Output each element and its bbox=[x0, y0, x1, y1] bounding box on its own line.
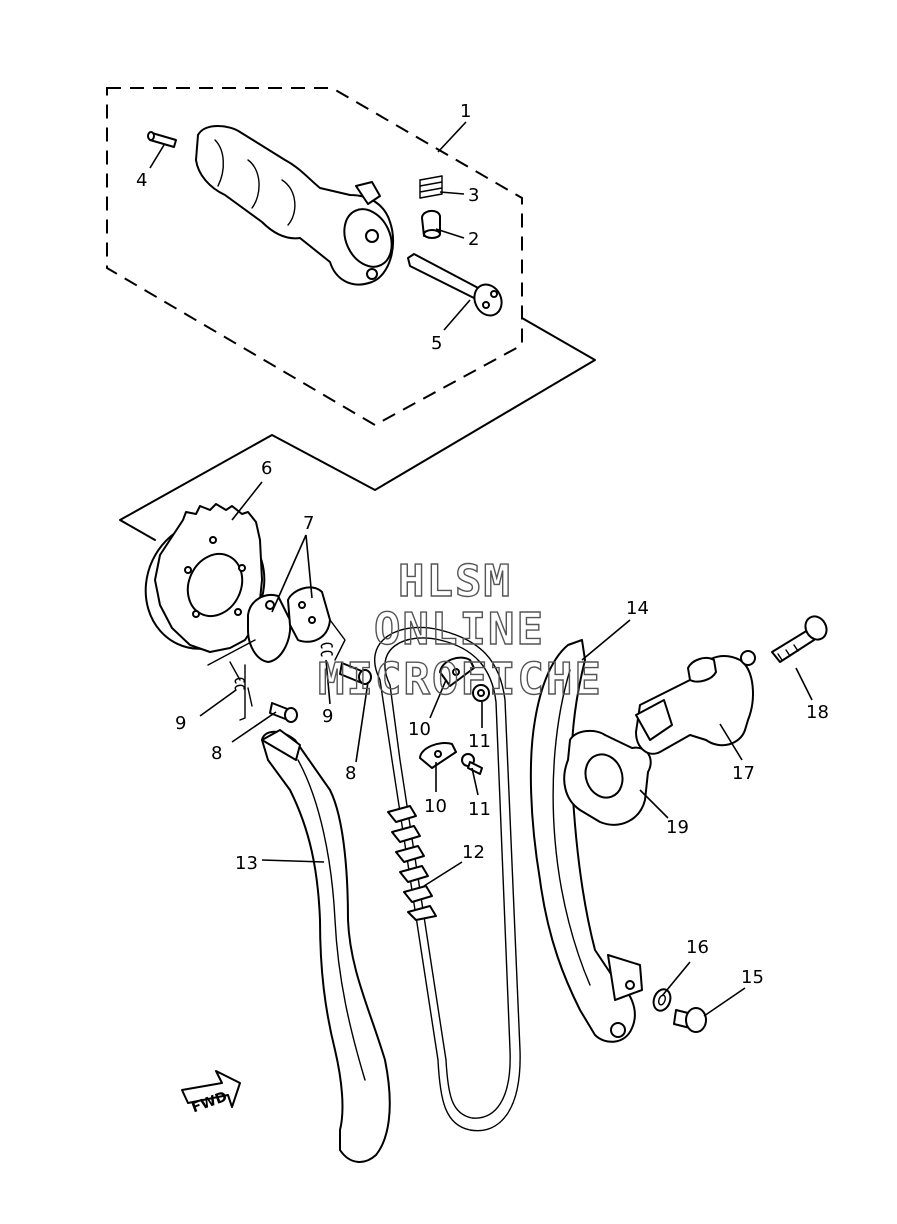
callout-8: 8 bbox=[345, 763, 356, 784]
callout-12: 12 bbox=[462, 842, 485, 863]
guide-bolt-upper bbox=[472, 684, 490, 702]
tensioner-gasket bbox=[563, 729, 652, 826]
callout-6: 6 bbox=[261, 458, 272, 479]
washer bbox=[652, 988, 672, 1012]
callout-11: 11 bbox=[468, 731, 491, 752]
callout-2: 2 bbox=[468, 229, 479, 250]
callout-18: 18 bbox=[806, 702, 829, 723]
torsion-spring-left bbox=[229, 661, 253, 707]
sprocket-bolt-left bbox=[269, 702, 298, 723]
callout-17: 17 bbox=[732, 763, 755, 784]
leader-lines bbox=[149, 121, 813, 1017]
spring-bracket-line bbox=[207, 619, 346, 721]
torsion-spring-right bbox=[320, 642, 333, 657]
timing-chain bbox=[374, 626, 521, 1132]
watermark: HLSM ONLINE MICROFICHE bbox=[317, 555, 603, 705]
spring bbox=[419, 175, 443, 199]
watermark-line3: MICROFICHE bbox=[318, 654, 603, 705]
callout-1: 1 bbox=[460, 101, 471, 122]
pivot-bolt bbox=[673, 1007, 707, 1033]
callout-labels: 1 2 3 4 5 6 7 8 8 9 9 10 10 11 11 12 13 … bbox=[136, 101, 829, 988]
callout-16: 16 bbox=[686, 937, 709, 958]
callout-3: 3 bbox=[468, 185, 479, 206]
plunger bbox=[421, 210, 441, 239]
camshaft bbox=[195, 125, 395, 286]
decompression-plates bbox=[247, 586, 331, 663]
callout-5: 5 bbox=[431, 333, 442, 354]
callout-11: 11 bbox=[468, 799, 491, 820]
group-link-line bbox=[119, 317, 596, 541]
callout-10: 10 bbox=[424, 796, 447, 817]
callout-7: 7 bbox=[303, 513, 314, 534]
cam-sprocket bbox=[144, 503, 266, 653]
chain-clip-upper bbox=[439, 656, 475, 687]
callout-9: 9 bbox=[322, 706, 333, 727]
dowel-pin bbox=[147, 131, 177, 148]
callout-8: 8 bbox=[211, 743, 222, 764]
sprocket-bolt-right bbox=[339, 662, 372, 685]
watermark-line2: ONLINE bbox=[374, 604, 545, 655]
guide-bolt-lower bbox=[461, 753, 483, 775]
tensioner-bolt bbox=[771, 615, 828, 663]
callout-14: 14 bbox=[626, 598, 649, 619]
camshaft-group-outline bbox=[106, 87, 523, 427]
forward-direction-arrow: FWD bbox=[181, 1070, 241, 1116]
callout-9: 9 bbox=[175, 713, 186, 734]
callout-19: 19 bbox=[666, 817, 689, 838]
chain-guide-front bbox=[261, 729, 391, 1163]
watermark-line1: HLSM bbox=[398, 556, 512, 607]
callout-10: 10 bbox=[408, 719, 431, 740]
callout-15: 15 bbox=[741, 967, 764, 988]
callout-4: 4 bbox=[136, 170, 147, 191]
callout-13: 13 bbox=[235, 853, 258, 874]
cam-chain-tensioner bbox=[635, 650, 756, 755]
chain-clip-lower bbox=[419, 742, 457, 769]
decompression-shaft bbox=[407, 253, 503, 317]
